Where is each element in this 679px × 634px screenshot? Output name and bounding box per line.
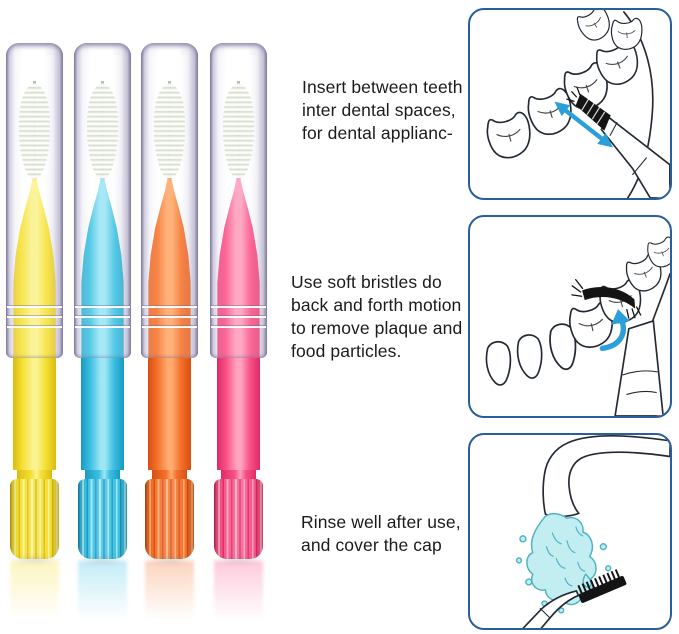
back-and-forth-arrow-icon (554, 101, 614, 148)
blue-interdental-brush (74, 43, 131, 634)
back-and-forth-motion-illustration (484, 235, 670, 416)
cap-ridge-rings (211, 305, 266, 335)
rotate-arrow-icon (599, 309, 630, 352)
instruction-text-line: and cover the cap (301, 535, 442, 555)
floor-reflection (145, 561, 194, 634)
clear-protective-cap (74, 43, 131, 358)
cap-ridge-rings (75, 305, 130, 335)
cap-ridge-rings (7, 305, 62, 335)
interdental-brush-head-icon (566, 86, 611, 131)
floor-reflection (214, 561, 263, 634)
droplet-icon (582, 573, 592, 588)
clear-protective-cap (6, 43, 63, 358)
handle-notch (17, 470, 52, 479)
handle-shaft (148, 358, 191, 470)
floor-shadow (8, 555, 61, 565)
instruction-text-line: for dental applianc- (302, 123, 453, 143)
floor-reflection (10, 561, 59, 634)
instruction-text-line: Insert between teeth (302, 77, 463, 97)
instruction-text-line: to remove plaque and (291, 318, 463, 338)
handle-grip (214, 479, 263, 559)
instruction-text-line: back and forth motion (291, 295, 462, 315)
brush-handle (513, 590, 580, 628)
step-1-text: Insert between teeth inter dental spaces,… (302, 76, 463, 145)
instruction-text-line: food particles. (291, 341, 402, 361)
brush-handle (600, 116, 670, 198)
step-3-illustration-box (468, 433, 672, 630)
instruction-text-line: inter dental spaces, (302, 100, 456, 120)
handle-grip (10, 479, 59, 559)
interdental-brush-head-icon (571, 278, 642, 319)
handle-grip (78, 479, 127, 559)
arm-outline (651, 273, 670, 323)
floor-reflection (78, 561, 127, 634)
brush-head-comb-icon (513, 569, 627, 628)
clear-protective-cap (210, 43, 267, 358)
product-photo (0, 0, 285, 634)
floor-shadow (143, 555, 196, 565)
handle-notch (152, 470, 187, 479)
orange-interdental-brush (141, 43, 198, 634)
floor-shadow (212, 555, 265, 565)
floor-shadow (76, 555, 129, 565)
step-1-illustration-box (468, 8, 672, 200)
yellow-interdental-brush (6, 43, 63, 634)
rinse-under-faucet-illustration (513, 435, 670, 628)
hand-seam (622, 370, 658, 395)
handle-shaft (81, 358, 124, 470)
handle-shaft (13, 358, 56, 470)
faucet-icon (542, 435, 670, 518)
handle-shaft (217, 358, 260, 470)
handle-notch (85, 470, 120, 479)
instruction-text-line: Rinse well after use, (301, 512, 461, 532)
step-3-text: Rinse well after use, and cover the cap (301, 511, 461, 557)
instruction-text-line: Use soft bristles do (291, 272, 442, 292)
step-2-illustration-box (468, 215, 672, 418)
cap-ridge-rings (142, 305, 197, 335)
handle-grip (145, 479, 194, 559)
handle-notch (221, 470, 256, 479)
step-2-text: Use soft bristles do back and forth motio… (291, 271, 462, 363)
clear-protective-cap (141, 43, 198, 358)
pink-interdental-brush (210, 43, 267, 634)
insert-brush-between-teeth-illustration (482, 10, 670, 198)
hand-seam (609, 122, 647, 176)
